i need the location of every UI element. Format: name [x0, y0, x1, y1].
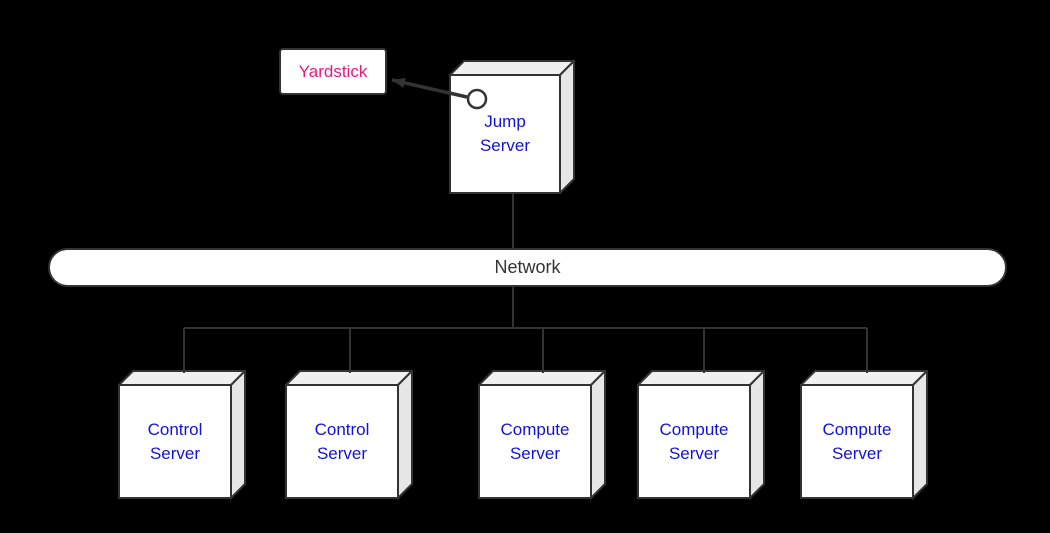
control-server-1-node	[116, 368, 248, 501]
control-server-2-node	[283, 368, 415, 501]
yardstick-node: Yardstick	[279, 48, 387, 95]
network-label: Network	[494, 257, 561, 277]
network-node: Network	[48, 248, 1007, 287]
server-3d-box-icon	[116, 368, 248, 501]
server-3d-box-icon	[798, 368, 930, 501]
compute-server-3-node	[798, 368, 930, 501]
server-3d-box-icon	[283, 368, 415, 501]
server-3d-box-icon	[476, 368, 608, 501]
compute-server-2-node	[635, 368, 767, 501]
compute-server-1-node	[476, 368, 608, 501]
jump-server-3d-box-icon	[447, 58, 577, 196]
yardstick-label: Yardstick	[298, 61, 368, 81]
server-3d-box-icon	[635, 368, 767, 501]
jump-server-node	[447, 58, 577, 196]
